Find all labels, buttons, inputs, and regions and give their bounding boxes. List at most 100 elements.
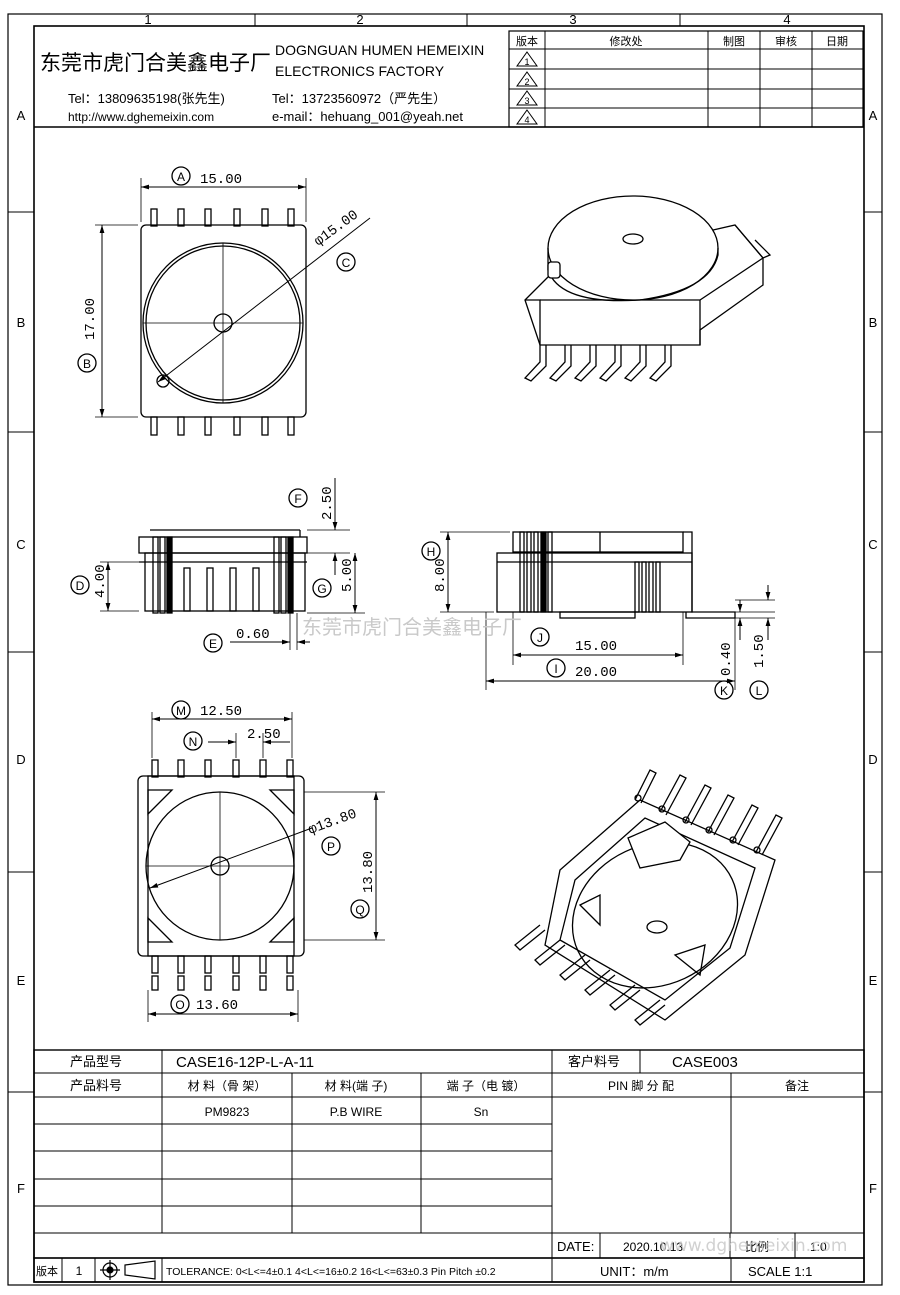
rev-mark-3: 3 (524, 96, 529, 106)
dim-d-value: 4.00 (93, 564, 109, 598)
dim-n-value: 2.50 (247, 727, 281, 743)
customer-value: CASE003 (672, 1054, 738, 1071)
mat-pin-label: 材 料(端 子) (325, 1079, 388, 1093)
tolerance-note: TOLERANCE: 0<L<=4±0.1 4<L<=16±0.2 16<L<=… (166, 1266, 496, 1278)
title-block-header: 东莞市虎门合美鑫电子厂 DOGNGUAN HUMEN HEMEIXIN ELEC… (34, 42, 864, 128)
pin-assign-label: PIN 脚 分 配 (608, 1078, 674, 1093)
front-view-labels: 4.00 0.60 2.50 5.00 D E F G (76, 486, 356, 651)
dim-b-value: 17.00 (83, 298, 99, 340)
dim-o-value: 13.60 (196, 998, 238, 1014)
balloon-b: B (83, 357, 91, 371)
dim-f-value: 2.50 (320, 486, 336, 520)
ratio-value: 1:0 (810, 1240, 827, 1254)
side-view (421, 531, 775, 700)
date-value: 2020.10.13 (623, 1240, 683, 1254)
partno-label: 产品料号 (70, 1078, 122, 1093)
row-label-a-right: A (869, 108, 878, 123)
balloon-j: J (537, 631, 543, 645)
side-view-labels: 8.00 15.00 20.00 0.40 1.50 H J I K L (427, 545, 768, 698)
balloon-d: D (76, 579, 85, 593)
row-label-f-right: F (869, 1181, 877, 1196)
row-label-d-right: D (868, 752, 877, 767)
model-value: CASE16-12P-L-A-11 (176, 1054, 314, 1071)
spec-table-text: 产品型号 CASE16-12P-L-A-11 客户料号 CASE003 产品料号… (36, 1054, 827, 1279)
company-name-en-1: DOGNGUAN HUMEN HEMEIXIN (275, 42, 484, 58)
rev-col-date: 日期 (826, 35, 848, 48)
row-label-b-left: B (17, 315, 26, 330)
model-label: 产品型号 (70, 1054, 122, 1069)
row-label-f-left: F (17, 1181, 25, 1196)
revision-table-text: 版本 修改处 制图 审核 日期 1 2 3 4 (516, 34, 848, 125)
balloon-f: F (294, 492, 301, 506)
date-label: DATE: (557, 1239, 594, 1254)
plating-label: 端 子（电 镀） (447, 1079, 526, 1093)
dim-e-value: 0.60 (236, 627, 270, 643)
drawing-frame (7, 13, 883, 1286)
dim-j-value: 15.00 (575, 639, 617, 655)
version-value: 1 (76, 1264, 83, 1278)
rev-col-version: 版本 (516, 34, 538, 48)
spec-table (33, 1049, 865, 1283)
dim-l-value: 1.50 (752, 634, 768, 668)
row-label-c-right: C (868, 537, 877, 552)
scale-note: SCALE 1:1 (748, 1264, 812, 1279)
rev-col-check: 审核 (775, 34, 797, 48)
mat-pin-value: P.B WIRE (330, 1105, 382, 1119)
dim-q-value: 13.80 (361, 851, 377, 893)
bottom-view (137, 700, 385, 1022)
dim-a-value: 15.00 (200, 172, 242, 188)
email-link[interactable]: e-mail：hehuang_001@yeah.net (272, 109, 463, 124)
rev-col-change: 修改处 (610, 34, 643, 48)
rev-mark-4: 4 (524, 115, 529, 125)
watermark-footer: www.dghemeixin.com (660, 1236, 847, 1256)
customer-label: 客户料号 (568, 1054, 620, 1069)
dim-h-value: 8.00 (433, 558, 449, 592)
balloon-e: E (209, 637, 217, 651)
rev-mark-2: 2 (524, 77, 529, 87)
remark-label: 备注 (785, 1078, 809, 1093)
projection-symbol-icon (100, 1260, 156, 1280)
balloon-p: P (327, 840, 335, 854)
col-label-1: 1 (144, 12, 151, 27)
balloon-i: I (554, 662, 557, 676)
isometric-view-bottom (514, 769, 783, 1026)
top-view (77, 166, 371, 436)
ratio-label: 比例 (745, 1240, 769, 1254)
dim-k-value: 0.40 (719, 642, 735, 676)
isometric-view-top (523, 195, 772, 382)
row-label-b-right: B (869, 315, 878, 330)
balloon-m: M (176, 704, 186, 718)
website-link[interactable]: http://www.dghemeixin.com (68, 110, 214, 124)
mat-bobbin-label: 材 料（骨 架） (188, 1079, 267, 1093)
balloon-n: N (189, 735, 198, 749)
dim-i-value: 20.00 (575, 665, 617, 681)
mat-bobbin-value: PM9823 (205, 1105, 250, 1119)
watermark-center: 东莞市虎门合美鑫电子厂 (302, 615, 522, 639)
balloon-q: Q (355, 903, 364, 917)
balloon-k: K (720, 684, 728, 698)
dim-p-value: φ13.80 (306, 806, 359, 838)
version-label: 版本 (36, 1264, 58, 1278)
row-label-e-left: E (17, 973, 26, 988)
tel-1: Tel：13809635198(张先生) (68, 91, 225, 106)
balloon-g: G (317, 582, 326, 596)
plating-value: Sn (474, 1105, 489, 1119)
balloon-h: H (427, 545, 436, 559)
front-view (70, 478, 365, 653)
frame-labels: 1 2 3 4 A B C D E F A B C D E F (16, 12, 877, 1196)
unit-note: UNIT：m/m (600, 1264, 669, 1279)
tel-2: Tel：13723560972（严先生） (272, 91, 446, 106)
col-label-2: 2 (356, 12, 363, 27)
top-view-labels: 15.00 17.00 φ15.00 A B C (83, 170, 362, 371)
dim-g-value: 5.00 (340, 558, 356, 592)
revision-table (508, 30, 864, 128)
col-label-4: 4 (783, 12, 790, 27)
company-name-en-2: ELECTRONICS FACTORY (275, 63, 445, 79)
row-label-e-right: E (869, 973, 878, 988)
balloon-l: L (756, 684, 763, 698)
rev-mark-1: 1 (524, 57, 529, 67)
rev-col-draw: 制图 (723, 35, 745, 48)
balloon-o: O (175, 998, 184, 1012)
row-label-a-left: A (17, 108, 26, 123)
